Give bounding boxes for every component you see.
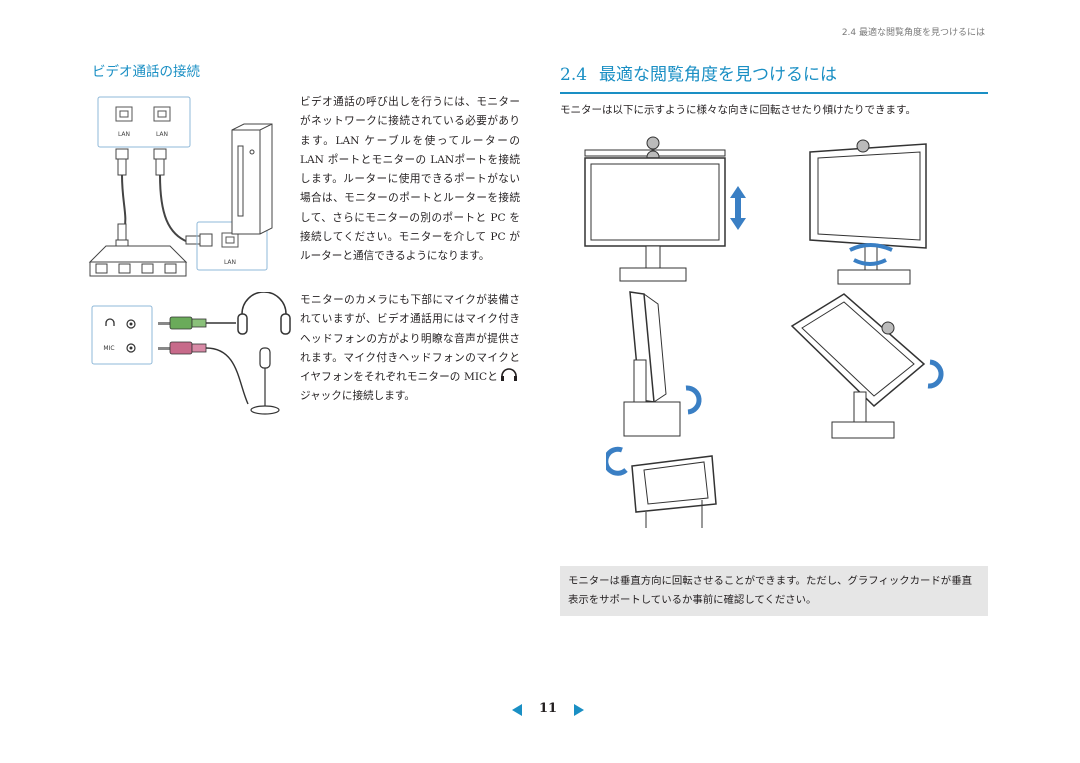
headset-paragraph-a: モニターのカメラにも下部にマイクが装備されていますが、ビデオ通話用にはマイク付き… bbox=[300, 294, 520, 384]
cable-plug-icon bbox=[115, 148, 167, 176]
note-text: モニターは垂直方向に回転させることができます。ただし、グラフィックカードが垂直表… bbox=[568, 575, 972, 606]
cable-plug-icon bbox=[115, 223, 129, 247]
pivot-arrow-icon bbox=[606, 446, 628, 476]
headset-connection-diagram: MIC bbox=[91, 292, 291, 415]
pink-audio-plug-icon bbox=[158, 341, 207, 355]
swivel-arrow-icon bbox=[849, 243, 893, 266]
headset-paragraph-b: ジャックに接続します。 bbox=[300, 390, 415, 403]
video-call-title: ビデオ通話の接続 bbox=[92, 64, 200, 80]
mic-jack-icon bbox=[126, 343, 136, 353]
rotate-arrow-icon bbox=[927, 359, 944, 389]
running-head: 2.4 最適な閲覧角度を見つけるには bbox=[841, 28, 985, 38]
green-audio-plug-icon bbox=[158, 316, 207, 330]
monitor-rotate-illustration bbox=[790, 293, 944, 439]
router-icon bbox=[88, 245, 188, 277]
section-title-text: 最適な閲覧角度を見つけるには bbox=[599, 65, 838, 85]
headset-paragraph: モニターのカメラにも下部にマイクが装備されていますが、ビデオ通話用にはマイク付き… bbox=[300, 291, 520, 407]
page-navigation: 11 bbox=[508, 701, 588, 721]
tilt-arrow-icon bbox=[685, 385, 702, 415]
section-title: 2.4 最適な閲覧角度を見つけるには bbox=[560, 60, 837, 85]
title-rule bbox=[560, 92, 988, 94]
mic-label: MIC bbox=[103, 345, 114, 352]
section-number: 2.4 bbox=[560, 65, 588, 85]
page-number: 11 bbox=[538, 701, 558, 716]
next-page-icon[interactable] bbox=[572, 703, 586, 717]
intro-text: モニターは以下に示すように様々な向きに回転させたり傾けたりできます。 bbox=[560, 104, 916, 116]
lan-paragraph: ビデオ通話の呼び出しを行うには、モニターがネットワークに接続されている必要があり… bbox=[300, 96, 520, 263]
lan-label-2: LAN bbox=[156, 131, 168, 138]
lan-connection-diagram: LAN LAN LAN bbox=[88, 96, 273, 277]
previous-page-icon[interactable] bbox=[510, 703, 524, 717]
monitor-tilt-illustration bbox=[623, 291, 702, 437]
lan-port-icon bbox=[221, 232, 239, 248]
headphone-jack-icon bbox=[501, 368, 517, 382]
up-down-arrow-icon bbox=[730, 186, 746, 230]
monitor-pivot-illustration bbox=[606, 446, 717, 528]
lan-port-icon bbox=[115, 106, 171, 122]
microphone-icon bbox=[250, 347, 280, 415]
pc-tower-icon bbox=[231, 123, 273, 235]
monitor-height-adjust-illustration bbox=[584, 136, 746, 282]
headphone-jack-icon bbox=[105, 318, 136, 329]
headphones-icon bbox=[237, 292, 291, 335]
monitor-swivel-illustration bbox=[809, 139, 927, 285]
lan-label-3: LAN bbox=[224, 259, 236, 266]
cable-plug-icon bbox=[185, 233, 213, 247]
lan-label-1: LAN bbox=[118, 131, 130, 138]
note-box bbox=[560, 566, 988, 616]
